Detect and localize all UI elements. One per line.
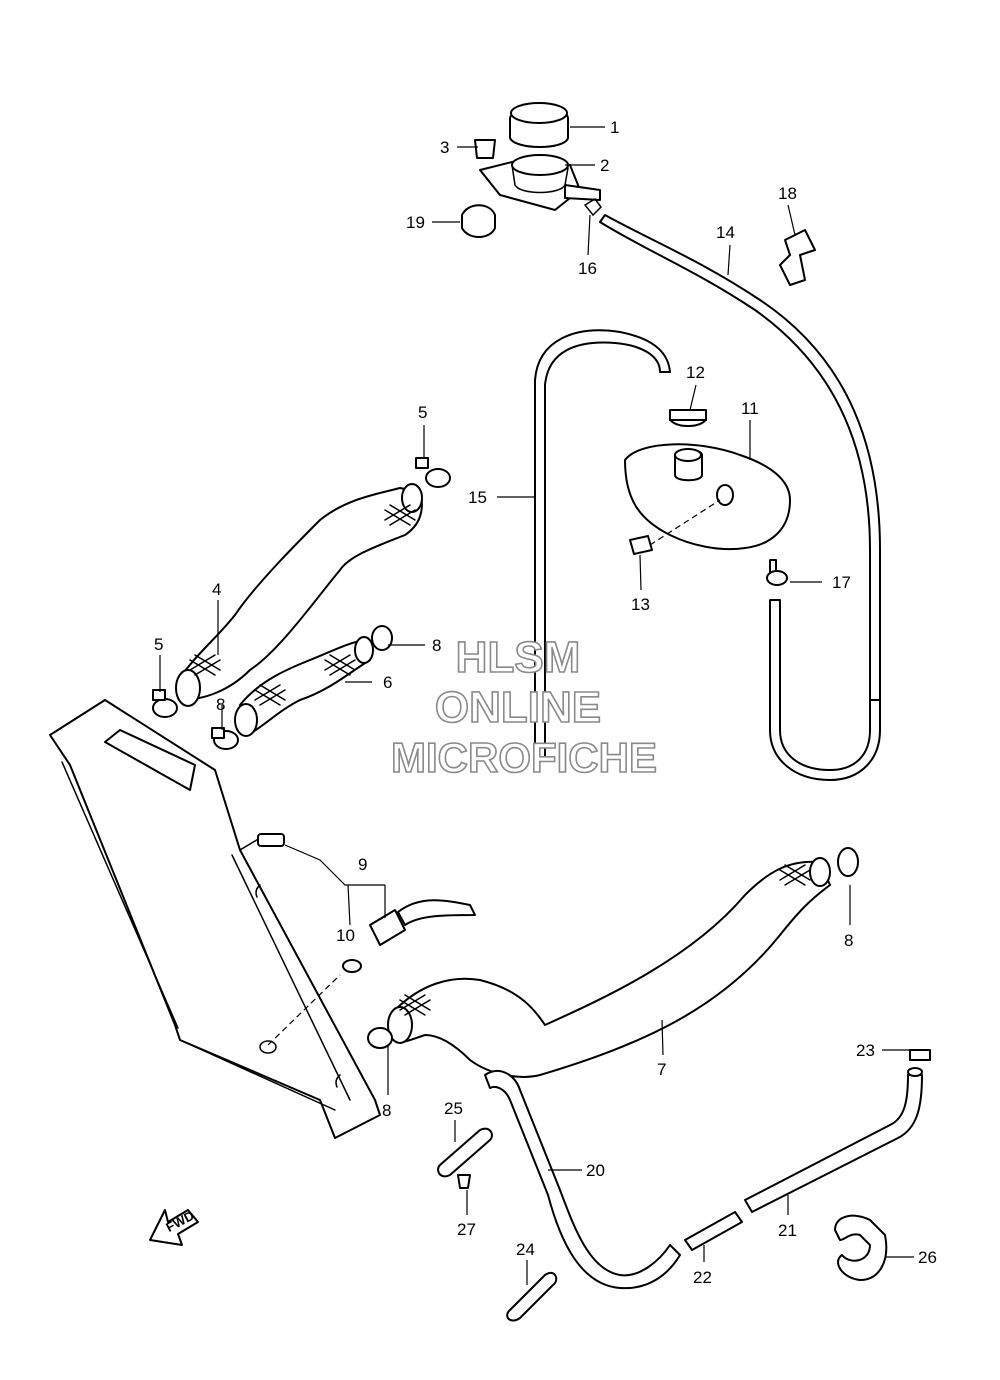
callout-2: 2 [600, 156, 609, 175]
callout-19: 19 [406, 213, 425, 232]
callout-15: 15 [468, 488, 487, 507]
callout-6: 6 [383, 673, 392, 692]
callout-21: 21 [778, 1221, 797, 1240]
callout-8-c: 8 [844, 931, 853, 950]
clip-18 [779, 229, 816, 286]
callout-8-a: 8 [216, 695, 225, 714]
hose-17-loop [769, 599, 881, 781]
pipe-21 [684, 1049, 931, 1251]
callout-24: 24 [516, 1240, 535, 1259]
reservoir [624, 409, 791, 581]
clamp-17 [766, 570, 788, 586]
watermark: HLSM ONLINE MICROFICHE [390, 632, 658, 782]
callout-14: 14 [716, 223, 735, 242]
callout-5-lower: 5 [154, 635, 163, 654]
callout-13: 13 [631, 595, 650, 614]
callout-27: 27 [457, 1220, 476, 1239]
thermo-switch [284, 844, 476, 973]
callout-1: 1 [610, 118, 619, 137]
callout-20: 20 [586, 1161, 605, 1180]
callout-22: 22 [693, 1268, 712, 1287]
callout-23: 23 [856, 1041, 875, 1060]
hose-20 [484, 1070, 681, 1290]
callout-5-upper: 5 [418, 403, 427, 422]
watermark-line-1: HLSM [456, 633, 581, 682]
hose-4 [175, 483, 423, 707]
callout-18: 18 [778, 184, 797, 203]
callout-4: 4 [212, 580, 221, 599]
callout-8-b: 8 [432, 636, 441, 655]
callout-labels: 1 2 3 4 5 5 6 7 8 8 8 8 9 10 11 12 13 14… [154, 118, 937, 1287]
callout-3: 3 [440, 138, 449, 157]
callout-8-d: 8 [382, 1101, 391, 1120]
callout-17: 17 [832, 573, 851, 592]
callout-10: 10 [336, 926, 355, 945]
clamps [152, 457, 859, 1049]
callout-9: 9 [358, 855, 367, 874]
watermark-line-3: MICROFICHE [391, 734, 657, 781]
brackets [437, 1127, 888, 1322]
callout-11: 11 [741, 399, 759, 418]
hose-15 [534, 329, 671, 761]
callout-12: 12 [686, 363, 705, 382]
filler-neck [461, 102, 602, 238]
callout-16: 16 [578, 259, 597, 278]
leader-lines [159, 126, 914, 1285]
watermark-line-2: ONLINE [435, 683, 601, 732]
fwd-arrow [149, 1209, 199, 1246]
hose-7 [387, 857, 831, 1078]
callout-25: 25 [444, 1099, 463, 1118]
callout-26: 26 [918, 1248, 937, 1267]
hose-6 [234, 636, 374, 737]
radiator [49, 699, 381, 1139]
callout-7: 7 [657, 1060, 666, 1079]
